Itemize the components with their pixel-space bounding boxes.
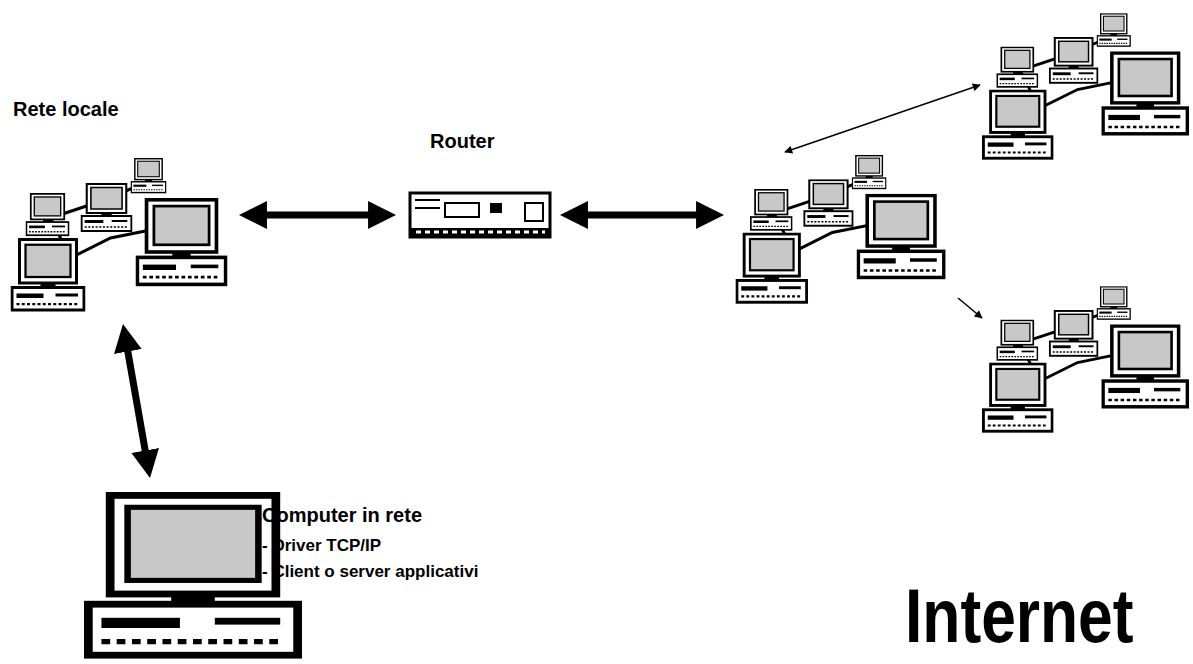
node-body-line: - Client o server applicativi	[262, 562, 478, 582]
network-arrow	[125, 336, 148, 466]
network-arrow	[251, 212, 384, 219]
internet-link	[785, 85, 980, 152]
internet-cluster	[983, 14, 1187, 158]
node-heading: Router	[430, 130, 494, 153]
internet-link	[958, 298, 982, 318]
internet-cluster	[983, 287, 1187, 431]
router-device	[410, 193, 550, 237]
router-internet-arrow	[572, 212, 712, 219]
network-label: Internet	[905, 578, 1134, 654]
computer-box: Computer in rete - Driver TCP/IP - Client …	[80, 482, 610, 662]
node-body-line: - Driver TCP/IP	[262, 536, 381, 556]
node-heading: Rete locale	[13, 98, 119, 121]
router-box: Router	[398, 125, 564, 243]
node-heading: Computer in rete	[262, 504, 422, 527]
internet-cluster	[737, 156, 944, 303]
lan-group: Rete locale	[5, 90, 237, 322]
lan-cluster	[12, 159, 226, 310]
